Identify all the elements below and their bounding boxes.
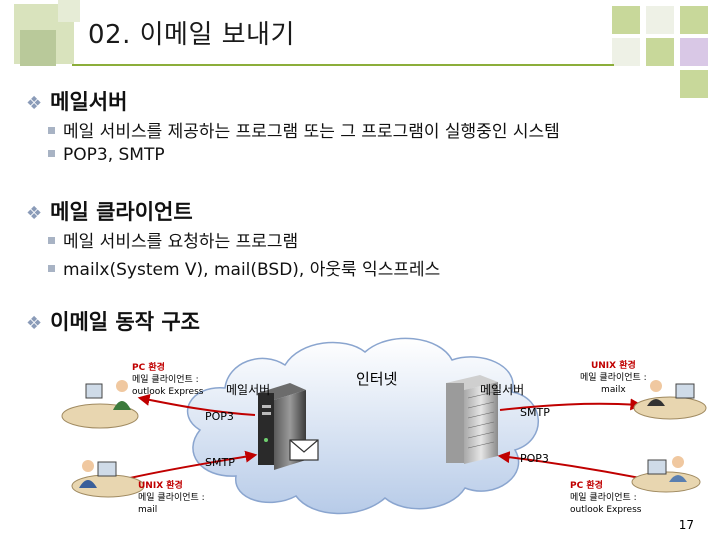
- sub-bullet: 메일 서비스를 제공하는 프로그램 또는 그 프로그램이 실행중인 시스템: [48, 117, 560, 142]
- bullet-email-structure: ❖ 이메일 동작 구조: [26, 306, 200, 336]
- square-bullet-icon: [48, 149, 55, 157]
- deco-square: [58, 0, 80, 22]
- deco-square: [680, 6, 708, 34]
- arrow-left-top: [137, 393, 256, 416]
- internet-label: 인터넷: [356, 370, 397, 388]
- user-at-desk-icon: [631, 456, 701, 493]
- sub-bullet: 메일 서비스를 요청하는 프로그램: [48, 227, 298, 252]
- deco-square: [20, 30, 56, 66]
- diamond-bullet-icon: ❖: [26, 313, 43, 334]
- deco-square: [612, 6, 640, 34]
- bullet-mail-server: ❖ 메일서버: [26, 86, 127, 116]
- bullet-heading: 메일서버: [50, 90, 128, 114]
- arrow-label-smtp-left: SMTP: [205, 456, 235, 469]
- bullet-heading: 이메일 동작 구조: [50, 310, 201, 334]
- client-label-top-right: UNIX 환경 메일 클라이언트 : mailx: [580, 361, 647, 395]
- right-server-label: 메일서버: [480, 383, 524, 397]
- title-underline: [72, 64, 614, 66]
- sub-bullet: mailx(System V), mail(BSD), 아웃룩 익스프레스: [48, 255, 440, 280]
- user-at-desk-icon: [71, 460, 145, 498]
- user-at-desk-icon: [633, 380, 707, 420]
- right-server-icon: [446, 375, 498, 464]
- diamond-bullet-icon: ❖: [26, 93, 43, 114]
- page-number: 17: [678, 518, 694, 532]
- bullet-heading: 메일 클라이언트: [50, 200, 193, 224]
- diamond-bullet-icon: ❖: [26, 203, 43, 224]
- deco-square: [612, 38, 640, 66]
- deco-square: [680, 70, 708, 98]
- deco-square: [680, 38, 708, 66]
- arrow-left-bottom: [129, 450, 258, 479]
- slide-title: 02. 이메일 보내기: [88, 20, 295, 50]
- arrow-right-top: [499, 398, 643, 411]
- square-bullet-icon: [48, 236, 55, 244]
- arrow-label-pop3-right: POP3: [520, 452, 549, 465]
- client-label-bottom-right: PC 환경 메일 클라이언트 : outlook Express: [570, 481, 642, 515]
- sub-bullet: POP3, SMTP: [48, 145, 165, 165]
- user-at-desk-icon: [61, 380, 139, 429]
- left-server-label: 메일서버: [226, 383, 270, 397]
- client-label-bottom-left: UNIX 환경 메일 클라이언트 : mail: [138, 481, 205, 515]
- arrow-right-bottom: [497, 451, 651, 481]
- arrow-label-pop3-left: POP3: [205, 410, 234, 423]
- deco-square: [646, 6, 674, 34]
- client-label-top-left: PC 환경 메일 클라이언트 : outlook Express: [132, 363, 204, 397]
- deco-square: [646, 38, 674, 66]
- arrow-label-smtp-right: SMTP: [520, 406, 550, 419]
- square-bullet-icon: [48, 264, 55, 272]
- envelope-icon: [289, 439, 319, 461]
- bullet-mail-client: ❖ 메일 클라이언트: [26, 196, 193, 226]
- square-bullet-icon: [48, 126, 55, 134]
